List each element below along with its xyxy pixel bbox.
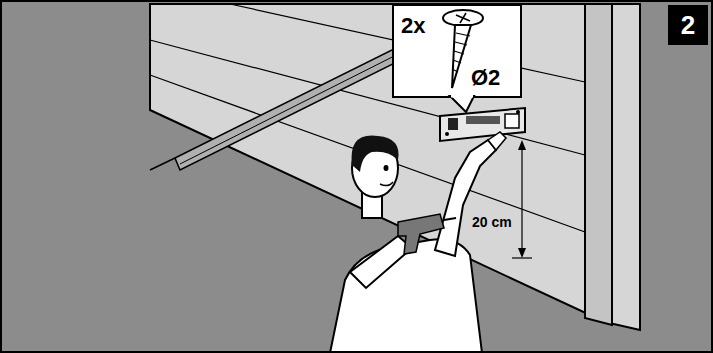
callout-text: 2 xyxy=(681,12,695,38)
callout-text: Ø2 xyxy=(471,67,500,89)
step-number: 2 xyxy=(668,5,708,45)
dimension-label: 20 cm xyxy=(470,214,514,230)
callout-text: 2x xyxy=(401,15,425,37)
screw-callout: 2xØ2 xyxy=(393,5,521,97)
